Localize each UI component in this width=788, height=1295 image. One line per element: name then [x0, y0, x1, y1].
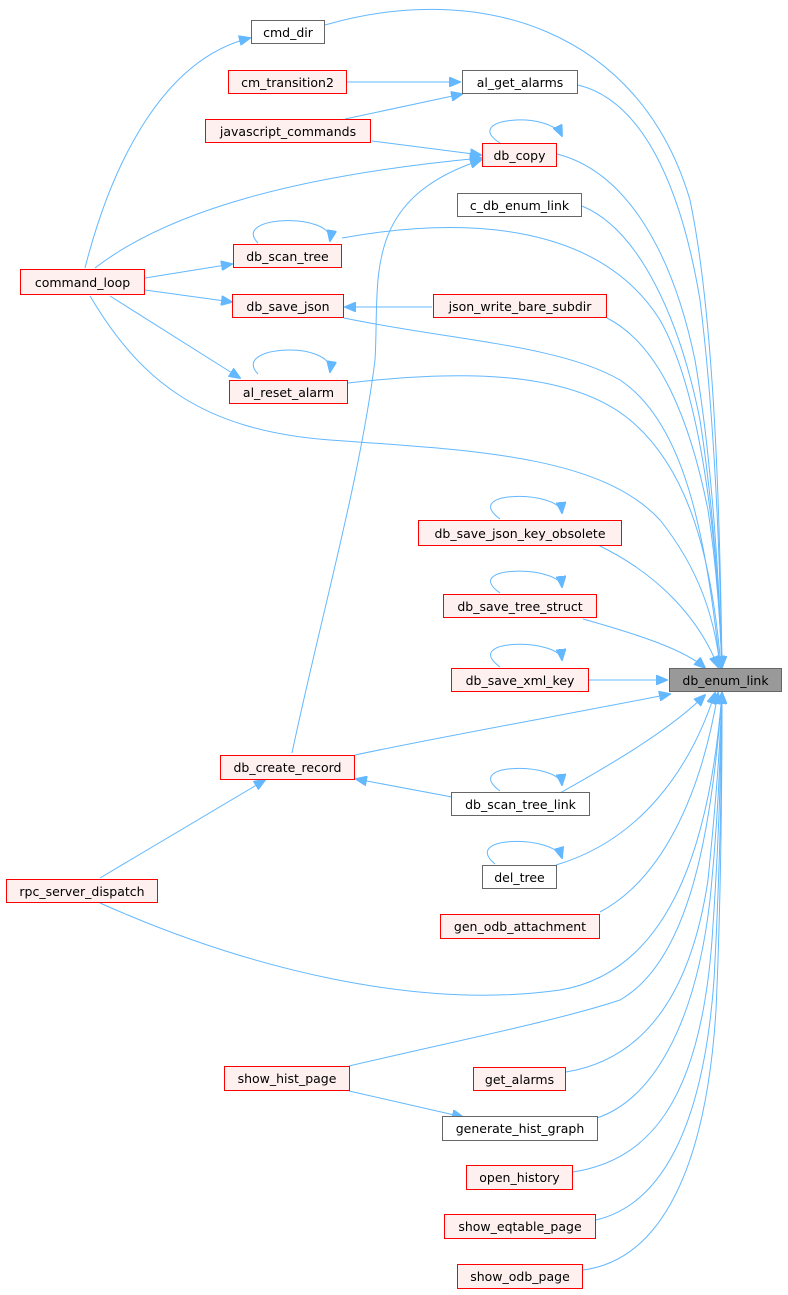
edge-show_hist_page-generate_hist_graph [348, 1090, 463, 1117]
edge-db_save_tree_struct-self [490, 570, 562, 594]
edge-db_create_record-db_enum_link [354, 694, 670, 756]
edge-db_scan_tree_link-db_create_record [356, 779, 453, 798]
edge-db_save_json_key_obsolete-db_enum_link [597, 544, 718, 667]
node-gen_odb_attachment[interactable]: gen_odb_attachment [440, 914, 600, 939]
edge-del_tree-self [486, 840, 562, 865]
edge-command_loop-db_copy [94, 158, 481, 269]
edge-db_scan_tree-db_enum_link [341, 227, 722, 667]
node-command_loop[interactable]: command_loop [20, 269, 145, 295]
edge-db_copy-db_enum_link [556, 153, 722, 667]
edge-command_loop-db_enum_link [89, 295, 720, 667]
edge-gen_odb_attachment-db_enum_link [599, 693, 718, 913]
edge-rpc_server_dispatch-db_enum_link [99, 693, 722, 996]
edge-rpc_server_dispatch-db_create_record [99, 780, 265, 879]
edge-cmd_dir-db_enum_link [324, 8, 722, 667]
edge-db_copy-db_copy [489, 119, 562, 144]
node-db_scan_tree[interactable]: db_scan_tree [233, 244, 342, 268]
edge-command_loop-db_scan_tree [144, 264, 232, 279]
node-db_save_json_key_obsolete[interactable]: db_save_json_key_obsolete [418, 520, 622, 546]
edge-db_scan_tree_link-db_enum_link [559, 695, 705, 794]
edge-show_hist_page-db_enum_link [348, 693, 722, 1067]
edge-open_history-db_enum_link [572, 693, 722, 1173]
node-javascript_commands[interactable]: javascript_commands [205, 119, 371, 143]
node-db_enum_link[interactable]: db_enum_link [669, 668, 782, 692]
edge-al_get_alarms-db_enum_link [577, 84, 722, 667]
node-show_eqtable_page[interactable]: show_eqtable_page [444, 1214, 596, 1239]
node-cmd_dir[interactable]: cmd_dir [251, 20, 325, 44]
node-cm_transition2[interactable]: cm_transition2 [228, 70, 347, 94]
edge-db_save_xml_key-self [490, 643, 562, 668]
edge-command_loop-al_reset_alarm [109, 295, 240, 378]
edge-show_odb_page-db_enum_link [582, 693, 722, 1271]
node-show_odb_page[interactable]: show_odb_page [457, 1264, 583, 1289]
edge-db_create_record-db_copy [291, 160, 481, 754]
edges [84, 8, 722, 1271]
edge-al_reset_alarm-db_enum_link [347, 375, 721, 667]
node-db_save_json[interactable]: db_save_json [232, 294, 344, 318]
edge-db_scan_tree_link-self [490, 768, 562, 792]
edge-get_alarms-db_enum_link [565, 693, 722, 1073]
edge-db_save_json_key_obsolete-self [490, 496, 562, 520]
node-al_get_alarms[interactable]: al_get_alarms [462, 70, 578, 94]
node-rpc_server_dispatch[interactable]: rpc_server_dispatch [6, 879, 158, 903]
edge-db_scan_tree-db_scan_tree [252, 220, 330, 244]
node-show_hist_page[interactable]: show_hist_page [224, 1066, 350, 1091]
node-al_reset_alarm[interactable]: al_reset_alarm [229, 380, 348, 404]
node-json_write_bare_subdir[interactable]: json_write_bare_subdir [433, 294, 607, 318]
node-db_save_xml_key[interactable]: db_save_xml_key [451, 668, 589, 692]
edge-c_db_enum_link-db_enum_link [581, 205, 722, 667]
edge-db_save_tree_struct-db_enum_link [582, 618, 705, 668]
node-generate_hist_graph[interactable]: generate_hist_graph [442, 1116, 598, 1141]
edge-command_loop-cmd_dir [84, 38, 250, 269]
edge-javascript_commands-db_copy [371, 140, 481, 155]
node-db_copy[interactable]: db_copy [482, 143, 557, 167]
edge-javascript_commands-al_get_alarms [344, 94, 462, 120]
node-del_tree[interactable]: del_tree [482, 865, 557, 889]
edge-del_tree-db_enum_link [555, 693, 715, 866]
node-c_db_enum_link[interactable]: c_db_enum_link [457, 193, 582, 217]
node-get_alarms[interactable]: get_alarms [473, 1067, 566, 1091]
edge-command_loop-db_save_json [144, 289, 232, 302]
node-db_scan_tree_link[interactable]: db_scan_tree_link [451, 792, 590, 816]
node-open_history[interactable]: open_history [466, 1165, 573, 1190]
node-db_save_tree_struct[interactable]: db_save_tree_struct [443, 594, 597, 618]
edge-show_eqtable_page-db_enum_link [595, 693, 722, 1221]
edge-generate_hist_graph-db_enum_link [596, 693, 722, 1119]
edge-json_write_bare_subdir-db_enum_link [606, 317, 722, 667]
edge-al_reset_alarm-al_reset_alarm [252, 349, 330, 375]
node-db_create_record[interactable]: db_create_record [220, 755, 355, 780]
edge-db_save_json-db_enum_link [343, 317, 720, 667]
